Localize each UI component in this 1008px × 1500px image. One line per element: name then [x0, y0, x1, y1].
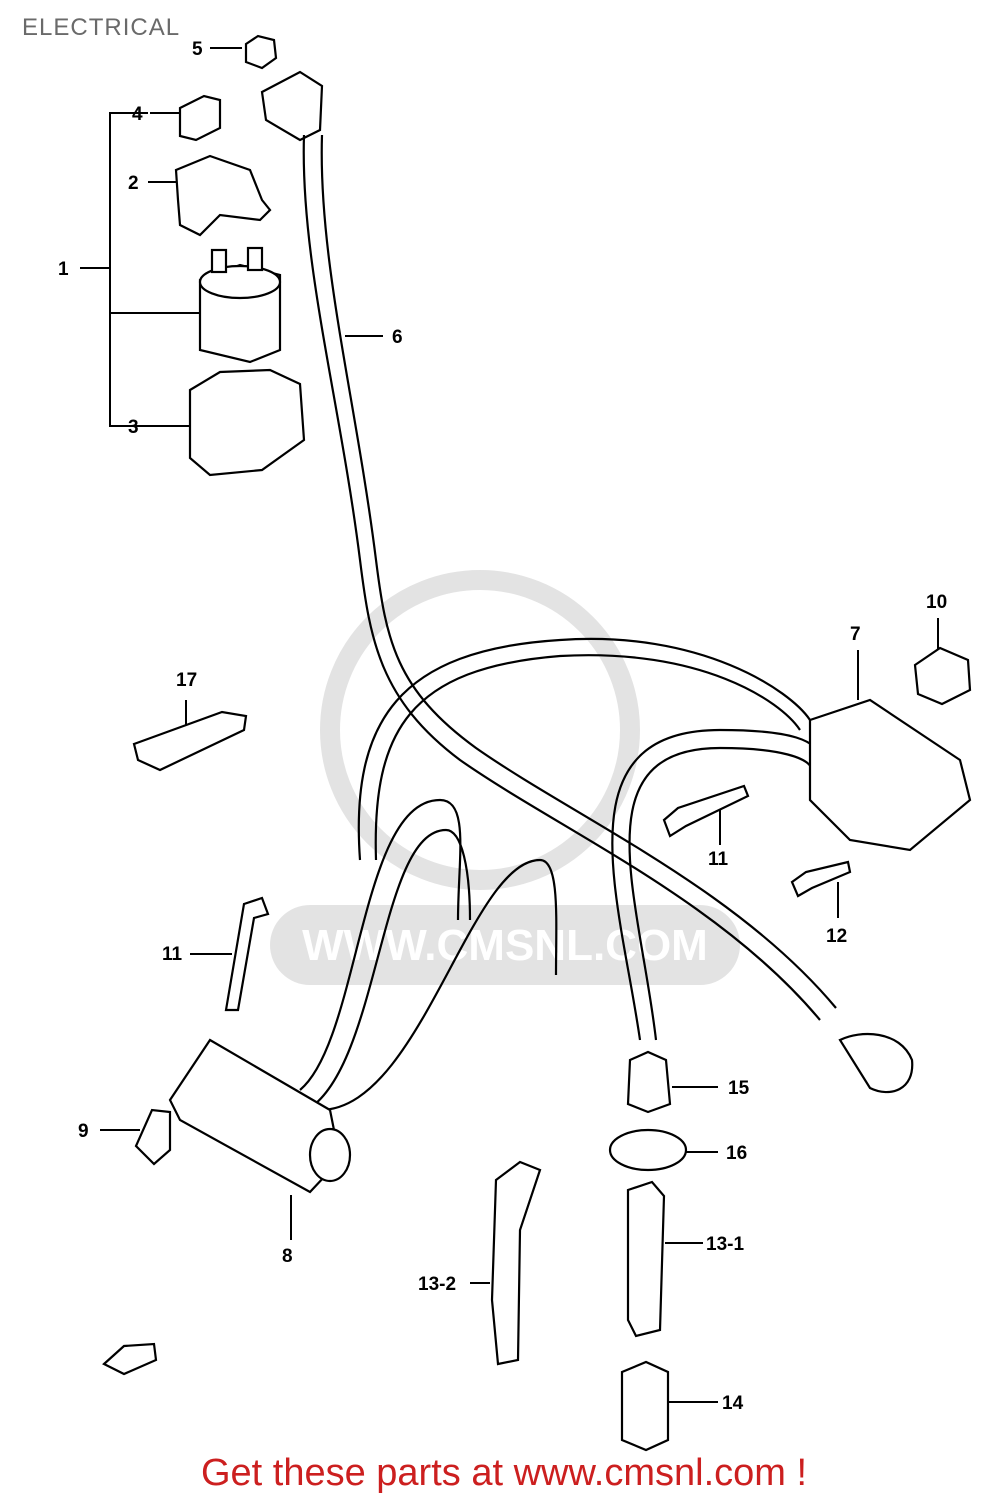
label-6: 6 — [392, 327, 403, 348]
label-13-1: 13-1 — [706, 1234, 744, 1255]
nut-part-5 — [244, 34, 278, 70]
label-7: 7 — [850, 624, 861, 645]
plug-cap-part-13-2 — [490, 1160, 542, 1366]
terminal-cover-part-2 — [174, 154, 272, 237]
cover-part-14 — [620, 1360, 670, 1452]
label-14: 14 — [722, 1393, 744, 1414]
grommet-part-16 — [608, 1128, 688, 1172]
label-9: 9 — [78, 1121, 89, 1142]
label-11b: 11 — [162, 944, 183, 965]
part-labels: 5 4 2 1 3 6 7 10 11 12 11 17 9 8 15 16 1… — [58, 39, 947, 1414]
label-12: 12 — [826, 926, 847, 947]
label-3: 3 — [128, 417, 139, 438]
cap-part-10 — [913, 646, 972, 706]
label-16: 16 — [726, 1143, 747, 1164]
bolt-part-11b — [224, 896, 270, 1012]
clamp-part-17 — [132, 710, 248, 772]
relay-holder-part-3 — [188, 368, 306, 477]
fuse-part-4 — [178, 94, 222, 142]
bolt-part-11a — [662, 784, 750, 838]
plug-cap-part-13-1 — [626, 1180, 666, 1338]
starter-relay-part-1 — [198, 246, 282, 364]
group-1-bracket — [80, 112, 200, 427]
label-8: 8 — [282, 1246, 293, 1267]
label-10: 10 — [926, 592, 947, 613]
front-arrow-icon — [102, 1342, 158, 1376]
label-11a: 11 — [708, 849, 729, 870]
page-title: ELECTRICAL — [22, 14, 181, 41]
cap-part-9 — [134, 1108, 172, 1166]
ignition-coil-part-8 — [168, 798, 558, 1194]
label-17: 17 — [176, 670, 197, 691]
footer-link-text[interactable]: Get these parts at www.cmsnl.com ! — [200, 1452, 808, 1494]
label-2: 2 — [128, 173, 139, 194]
label-13-2: 13-2 — [418, 1274, 456, 1295]
bolt-part-12 — [790, 860, 852, 898]
battery-lead-part-6 — [260, 70, 914, 1094]
cap-part-15 — [626, 1050, 672, 1114]
label-1: 1 — [58, 259, 69, 280]
leader-lines — [100, 47, 939, 1403]
label-5: 5 — [192, 39, 203, 60]
label-4: 4 — [132, 104, 143, 125]
watermark: WWW.CMSNL.COM — [270, 570, 740, 985]
label-15: 15 — [728, 1078, 750, 1099]
ignition-coil-part-7 — [357, 637, 972, 1041]
